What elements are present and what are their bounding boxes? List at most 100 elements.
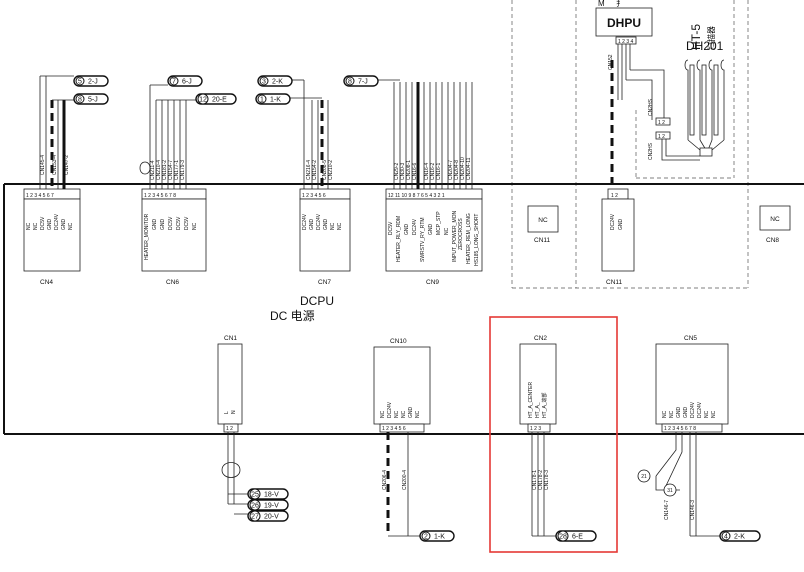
callout-26-19v[interactable]: 26 19-V [247, 499, 289, 511]
svg-text:CN16-1: CN16-1 [436, 163, 442, 180]
scanner-model: HT-5 [689, 24, 703, 50]
svg-text:3: 3 [262, 79, 266, 86]
svg-text:CN210-2: CN210-2 [328, 160, 334, 180]
dhpu-top-label-2: 扌 [616, 0, 624, 8]
callout-7-6j[interactable]: 7 6-J [167, 75, 203, 87]
cn6-label: CN6 [166, 279, 179, 286]
svg-text:7-J: 7-J [358, 79, 368, 86]
svg-text:GND: GND [408, 407, 414, 419]
svg-text:CN146-7: CN146-7 [664, 500, 670, 520]
callout-1-1k[interactable]: 1 1-K [255, 93, 291, 105]
marker-21: 21 [637, 469, 651, 483]
svg-text:DC24V: DC24V [610, 213, 616, 230]
svg-text:NC: NC [444, 227, 450, 235]
connector-cn9: 12 11 10 9 8 7 6 5 4 3 2 1 DC5V HEATER_R… [344, 79, 483, 286]
svg-text:28: 28 [559, 534, 567, 541]
svg-text:CN179-3: CN179-3 [180, 160, 186, 180]
svg-text:12 11 10 9 8 7 6 5 4 3 2 1: 12 11 10 9 8 7 6 5 4 3 2 1 [388, 193, 445, 199]
svg-text:1: 1 [260, 97, 264, 104]
svg-text:CN153-4: CN153-4 [52, 155, 58, 175]
svg-text:NC: NC [662, 410, 668, 418]
cn4-label: CN4 [40, 279, 53, 286]
svg-text:8: 8 [78, 97, 82, 104]
svg-text:1 2: 1 2 [226, 426, 233, 432]
svg-text:DC24V: DC24V [302, 213, 308, 230]
svg-text:DC24V: DC24V [412, 218, 418, 235]
svg-text:CN211-4: CN211-4 [150, 160, 156, 180]
svg-text:NC: NC [337, 222, 343, 230]
svg-text:2-J: 2-J [88, 79, 98, 86]
svg-text:GND: GND [618, 219, 624, 231]
cn2hs-label-b: CN2HS [648, 142, 654, 160]
svg-text:NC: NC [401, 410, 407, 418]
connector-cn4: 1 2 3 4 5 6 7 NC NC DC5V GND DC24V GND N… [23, 75, 81, 286]
svg-text:CN147-2: CN147-2 [64, 155, 70, 175]
svg-text:DC5V: DC5V [176, 216, 182, 230]
svg-text:NC: NC [770, 216, 780, 223]
callout-27-20v[interactable]: 27 20-V [247, 510, 289, 522]
svg-text:ZEROCROSS: ZEROCROSS [458, 218, 464, 250]
svg-text:GND: GND [152, 219, 158, 231]
svg-text:HEATER_MONITOR: HEATER_MONITOR [144, 213, 150, 260]
svg-text:5-J: 5-J [88, 97, 98, 104]
svg-text:NC: NC [711, 410, 717, 418]
connector-cn2[interactable]: CN2 HT_A_CENTER HT_A_ HT_A_端部 1 2 3 CN17… [519, 335, 557, 537]
svg-text:NC: NC [669, 410, 675, 418]
connector-cn11: 1 2 DC24V GND CN11 [601, 188, 635, 286]
callout-8-7j[interactable]: 8 7-J [343, 75, 379, 87]
svg-text:HT_A_: HT_A_ [535, 402, 541, 418]
board-title: DCPU DC 电源 [270, 294, 334, 323]
svg-text:1 2 3 4 5 6 7 8: 1 2 3 4 5 6 7 8 [664, 426, 696, 432]
svg-text:NC: NC [68, 222, 74, 230]
svg-text:CN216-4: CN216-4 [306, 160, 312, 180]
svg-text:31: 31 [667, 488, 673, 494]
svg-text:CN200-4: CN200-4 [402, 470, 408, 490]
svg-text:HT_A_CENTER: HT_A_CENTER [528, 381, 534, 418]
callout-28-6e[interactable]: 28 6-E [555, 530, 597, 542]
svg-text:CN16-6: CN16-6 [412, 163, 418, 180]
svg-text:1 2 3 4 5 6: 1 2 3 4 5 6 [382, 426, 406, 432]
svg-text:6-E: 6-E [572, 534, 583, 541]
svg-text:CN146-3: CN146-3 [690, 500, 696, 520]
callout-2-1k[interactable]: 2 1-K [419, 530, 455, 542]
callout-25-18v[interactable]: 25 18-V [247, 488, 289, 500]
callout-3-2k[interactable]: 3 2-K [257, 75, 293, 87]
connector-cn5: CN5 NC NC GND GND DC24V DC24V NC NC 1 2 … [655, 335, 729, 537]
svg-text:CN8: CN8 [766, 237, 779, 244]
svg-text:CN29-2: CN29-2 [394, 163, 400, 180]
svg-text:26: 26 [251, 503, 259, 510]
marker-31: 31 [663, 483, 677, 497]
ferrite-icon [139, 161, 151, 175]
svg-text:HS185_LONG_SHORT: HS185_LONG_SHORT [474, 214, 480, 266]
connector-cn10: CN10 NC DC24V NC NC GND NC 1 2 3 4 5 6 C… [373, 338, 431, 537]
svg-text:CN204-8: CN204-8 [454, 160, 460, 180]
svg-text:4: 4 [724, 534, 728, 541]
svg-text:CN16-4: CN16-4 [424, 163, 430, 180]
callout-8-5j[interactable]: 8 5-J [73, 93, 109, 105]
board-subtitle: DC 电源 [270, 309, 315, 323]
cn5-label: CN5 [684, 335, 697, 342]
svg-text:12: 12 [199, 97, 207, 104]
dhpu-top-label: M [598, 0, 605, 8]
svg-text:1-K: 1-K [270, 97, 281, 104]
svg-text:SWRSTV_RY_RTM: SWRSTV_RY_RTM [420, 217, 426, 262]
board-name: DCPU [300, 294, 334, 308]
svg-text:DC24V: DC24V [316, 213, 322, 230]
svg-text:20-E: 20-E [212, 97, 227, 104]
svg-text:NC: NC [415, 410, 421, 418]
callout-5-2j[interactable]: 5 2-J [73, 75, 109, 87]
svg-text:CN181-2: CN181-2 [162, 160, 168, 180]
svg-text:GND: GND [160, 219, 166, 231]
connector-cn11-nc: NC CN11 [527, 205, 559, 244]
svg-text:6-J: 6-J [182, 79, 192, 86]
svg-text:CN11: CN11 [534, 237, 551, 244]
callout-12-20e[interactable]: 12 20-E [195, 93, 237, 105]
svg-text:CN16-2: CN16-2 [430, 163, 436, 180]
cn1-label: CN1 [224, 335, 237, 342]
svg-text:DC5V: DC5V [388, 221, 394, 235]
svg-text:27: 27 [251, 514, 259, 521]
callout-4-2k[interactable]: 4 2-K [719, 530, 761, 542]
svg-text:NC: NC [394, 410, 400, 418]
svg-text:CN204-7: CN204-7 [448, 160, 454, 180]
